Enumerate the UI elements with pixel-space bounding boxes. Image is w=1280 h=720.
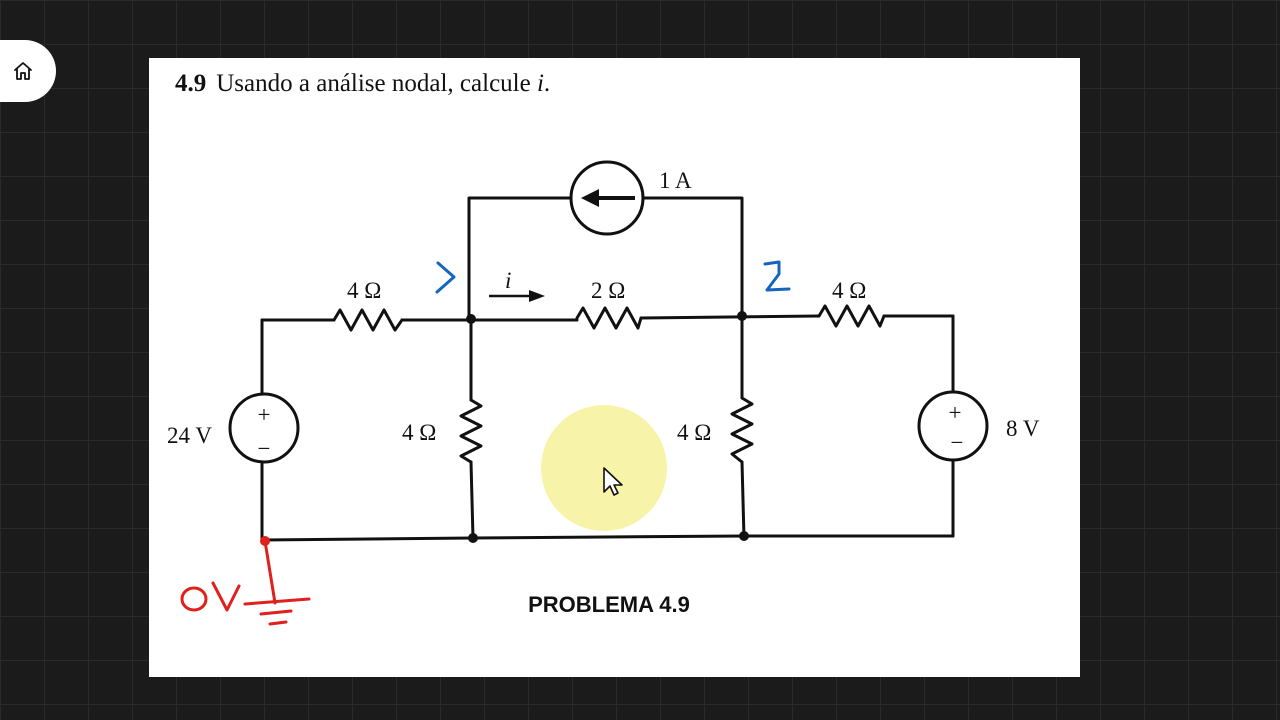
node-1-annotation	[435, 261, 456, 294]
source-right-minus: −	[951, 430, 964, 455]
junction-dots	[466, 311, 749, 543]
resistor-vertical-left	[459, 398, 483, 464]
circuit-wires	[260, 196, 955, 542]
home-button[interactable]	[0, 40, 56, 102]
problem-statement: Usando a análise nodal, calcule	[216, 70, 531, 97]
ground-annotation	[180, 539, 311, 626]
ground-label-zero	[180, 586, 208, 612]
label-r-top-left: 4 Ω	[347, 278, 381, 303]
label-r-vert-right: 4 Ω	[677, 420, 711, 445]
problem-period: .	[543, 70, 551, 97]
node-2-annotation	[763, 260, 791, 292]
label-current-i: i	[505, 268, 511, 293]
voltage-source-right	[917, 390, 989, 462]
problem-number: 4.9	[175, 70, 207, 97]
voltage-source-left	[228, 392, 300, 464]
current-source-arrow-icon	[581, 189, 635, 207]
problem-title: 4.9 Usando a análise nodal, calcule i.	[175, 70, 550, 98]
resistor-top-middle	[575, 306, 643, 330]
source-left-minus: −	[258, 436, 271, 461]
circuit-diagram: + − + − 24 V 8 V 1 A 4 Ω 2 Ω 4 Ω 4 Ω	[167, 160, 1040, 626]
label-1a: 1 A	[659, 168, 692, 193]
label-8v: 8 V	[1006, 416, 1040, 441]
label-24v: 24 V	[167, 423, 212, 448]
problem-page: 4.9 Usando a análise nodal, calcule i.	[149, 58, 1080, 677]
ground-node-marker	[260, 536, 270, 546]
resistor-top-right	[817, 304, 886, 328]
label-r-vert-left: 4 Ω	[402, 420, 436, 445]
source-right-plus: +	[949, 400, 962, 425]
current-arrow-icon	[489, 290, 545, 302]
label-r-top-right: 4 Ω	[832, 278, 866, 303]
resistor-top-left	[332, 308, 404, 332]
mouse-cursor-icon	[603, 467, 623, 496]
label-r-top-mid: 2 Ω	[591, 278, 625, 303]
source-left-plus: +	[258, 402, 271, 427]
ground-label-v	[211, 581, 241, 612]
resistor-vertical-right	[730, 396, 754, 464]
problem-variable: i	[536, 70, 544, 97]
figure-caption: PROBLEMA 4.9	[528, 592, 690, 617]
home-icon	[14, 62, 32, 80]
